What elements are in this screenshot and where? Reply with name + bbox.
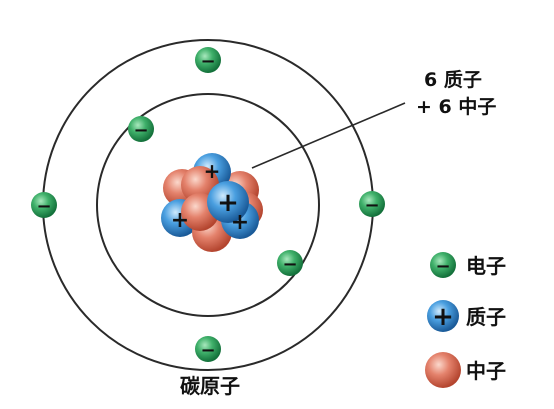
electrons: − − − − − − — [31, 47, 385, 362]
legend: − 电子 + 质子 中子 — [425, 252, 506, 388]
proton-sign: + — [231, 210, 249, 235]
nucleus-pointer-line — [251, 102, 406, 169]
legend-label-neutron: 中子 — [466, 359, 506, 383]
legend-item-proton: + 质子 — [427, 300, 506, 332]
diagram-title: 碳原子 — [180, 374, 240, 398]
electron: − — [128, 116, 154, 142]
svg-text:−: − — [364, 195, 379, 216]
legend-item-electron: − 电子 — [430, 252, 506, 278]
svg-text:−: − — [200, 340, 215, 361]
electron: − — [195, 336, 221, 362]
svg-text:−: − — [435, 256, 450, 277]
svg-text:−: − — [200, 51, 215, 72]
electron: − — [277, 250, 303, 276]
electron: − — [359, 191, 385, 217]
electron: − — [195, 47, 221, 73]
proton — [207, 181, 249, 223]
legend-label-electron: 电子 — [466, 254, 506, 278]
legend-item-neutron: 中子 — [425, 352, 506, 388]
proton-swatch — [427, 300, 459, 332]
electron: − — [31, 192, 57, 218]
nucleus-label-protons: 6 质子 — [424, 69, 482, 91]
svg-text:−: − — [282, 254, 297, 275]
svg-text:−: − — [133, 120, 148, 141]
inner-orbit — [96, 93, 320, 317]
proton-sign: + — [204, 159, 221, 183]
svg-text:−: − — [36, 196, 51, 217]
legend-label-proton: 质子 — [466, 305, 506, 329]
nucleus-label-neutrons: + 6 中子 — [416, 95, 496, 118]
proton-sign: + — [171, 208, 189, 233]
nucleus: + + + + — [161, 153, 263, 252]
electron-swatch — [430, 252, 456, 278]
proton-sign: + — [217, 188, 239, 218]
neutron-swatch — [425, 352, 461, 388]
svg-text:+: + — [432, 302, 454, 332]
